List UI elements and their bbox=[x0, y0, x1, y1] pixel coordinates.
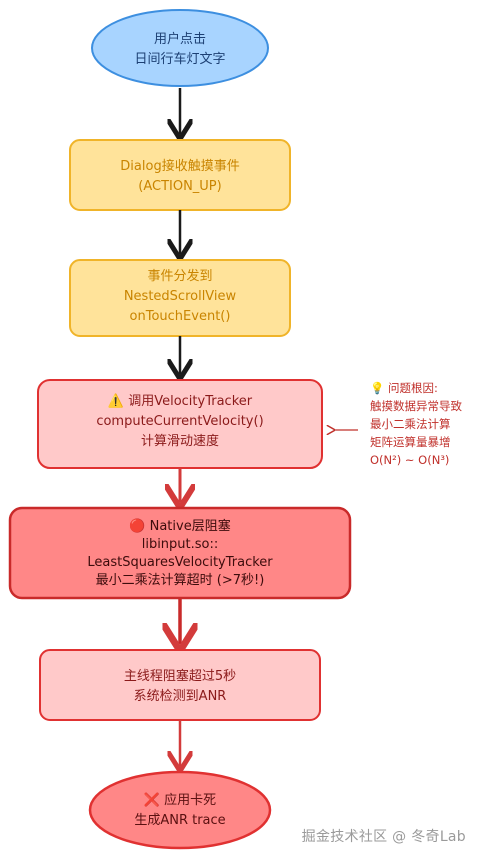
dialog-line-1: Dialog接收触摸事件 bbox=[120, 158, 239, 174]
note-line-2: 触摸数据异常导致 bbox=[370, 399, 462, 413]
lightbulb-icon: 💡 bbox=[370, 381, 384, 395]
crash-line-1: 应用卡死 bbox=[164, 792, 216, 808]
warning-icon: ⚠️ bbox=[108, 393, 124, 409]
native-line-1: Native层阻塞 bbox=[150, 518, 231, 534]
start-line-1: 用户点击 bbox=[154, 31, 206, 47]
crash-line-1-text: ❌ 应用卡死 bbox=[144, 792, 216, 808]
crash-line-2: 生成ANR trace bbox=[134, 813, 225, 828]
velocity-line-2: computeCurrentVelocity() bbox=[96, 414, 263, 429]
velocity-line-3: 计算滑动速度 bbox=[141, 433, 219, 449]
native-line-3: LeastSquaresVelocityTracker bbox=[87, 555, 273, 570]
red-circle-icon: 🔴 bbox=[129, 518, 145, 534]
note-line-5: O(N²) ~ O(N³) bbox=[370, 453, 449, 467]
note-line-1: 问题根因: bbox=[388, 381, 438, 395]
anr-node: 主线程阻塞超过5秒 系统检测到ANR bbox=[39, 649, 321, 721]
crash-node: ❌ 应用卡死 生成ANR trace bbox=[88, 770, 272, 850]
native-node: 🔴 Native层阻塞 libinput.so:: LeastSquaresVe… bbox=[8, 506, 352, 600]
note-line-3: 最小二乘法计算 bbox=[370, 417, 451, 431]
root-cause-note: 💡 问题根因: 触摸数据异常导致 最小二乘法计算 矩阵运算量暴增 O(N²) ~… bbox=[370, 381, 462, 467]
dialog-node: Dialog接收触摸事件 (ACTION_UP) bbox=[69, 139, 291, 211]
anr-line-1: 主线程阻塞超过5秒 bbox=[124, 668, 236, 684]
cross-mark-icon: ❌ bbox=[144, 792, 160, 808]
native-line-2: libinput.so:: bbox=[142, 537, 219, 552]
velocity-line-1: 调用VelocityTracker bbox=[128, 394, 253, 409]
start-node: 用户点击 日间行车灯文字 bbox=[91, 9, 269, 87]
dispatch-node: 事件分发到 NestedScrollView onTouchEvent() bbox=[69, 259, 291, 337]
watermark: 掘金技术社区 @ 冬奇Lab bbox=[301, 829, 466, 845]
dispatch-line-3: onTouchEvent() bbox=[130, 309, 231, 324]
velocity-line-1-text: ⚠️ 调用VelocityTracker bbox=[108, 393, 253, 409]
note-line-4: 矩阵运算量暴增 bbox=[370, 435, 451, 449]
start-line-2: 日间行车灯文字 bbox=[134, 51, 225, 67]
velocity-node: ⚠️ 调用VelocityTracker computeCurrentVeloc… bbox=[37, 379, 323, 469]
native-line-4: 最小二乘法计算超时 (>7秒!) bbox=[96, 573, 265, 588]
dispatch-line-1: 事件分发到 bbox=[147, 268, 212, 284]
native-line-1-text: 🔴 Native层阻塞 bbox=[129, 518, 230, 534]
dialog-line-2: (ACTION_UP) bbox=[138, 179, 221, 194]
svg-text:💡 问题根因:: 💡 问题根因: bbox=[370, 381, 438, 395]
dispatch-line-2: NestedScrollView bbox=[124, 289, 237, 304]
anr-line-2: 系统检测到ANR bbox=[134, 689, 227, 704]
